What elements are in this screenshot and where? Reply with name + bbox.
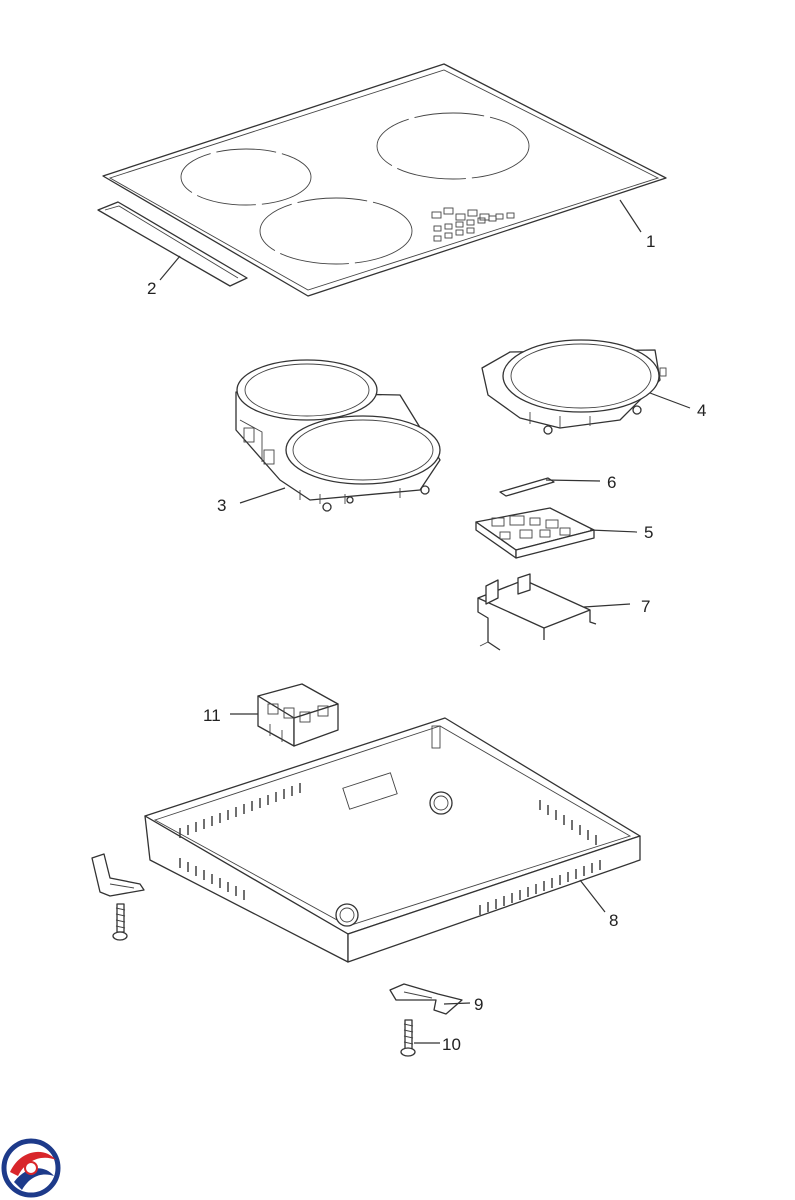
part-8-bottom-housing (144, 717, 641, 963)
callout-8: 8 (609, 911, 618, 930)
leader-lines (159, 199, 691, 1044)
part-7-support-bracket (477, 573, 597, 651)
callout-9: 9 (474, 995, 483, 1014)
logo-swoosh-red (10, 1151, 56, 1176)
part-2-seal-strip (97, 201, 248, 287)
callout-7: 7 (641, 597, 650, 616)
callout-2: 2 (147, 279, 156, 298)
callout-11: 11 (203, 706, 221, 725)
callout-1: 1 (646, 232, 655, 251)
callout-6: 6 (607, 473, 616, 492)
part-4-single-coil (481, 339, 667, 435)
part-1-glass-top (102, 63, 667, 297)
logo-center-dot (24, 1161, 38, 1175)
callout-10: 10 (442, 1035, 461, 1054)
part-9-fixing-clip (91, 853, 463, 1015)
part-6-sensor-strip (499, 477, 555, 497)
logo-ring (1, 1138, 61, 1198)
callout-4: 4 (697, 401, 706, 420)
brand-logo (1, 1138, 61, 1198)
callout-3: 3 (217, 496, 226, 515)
callout-5: 5 (644, 523, 653, 542)
part-3-double-coil-assembly (235, 359, 441, 512)
part-10-screw (112, 903, 416, 1057)
part-5-control-board (475, 507, 595, 559)
part-11-terminal-block (257, 683, 339, 747)
logo-swoosh-blue (14, 1168, 54, 1190)
